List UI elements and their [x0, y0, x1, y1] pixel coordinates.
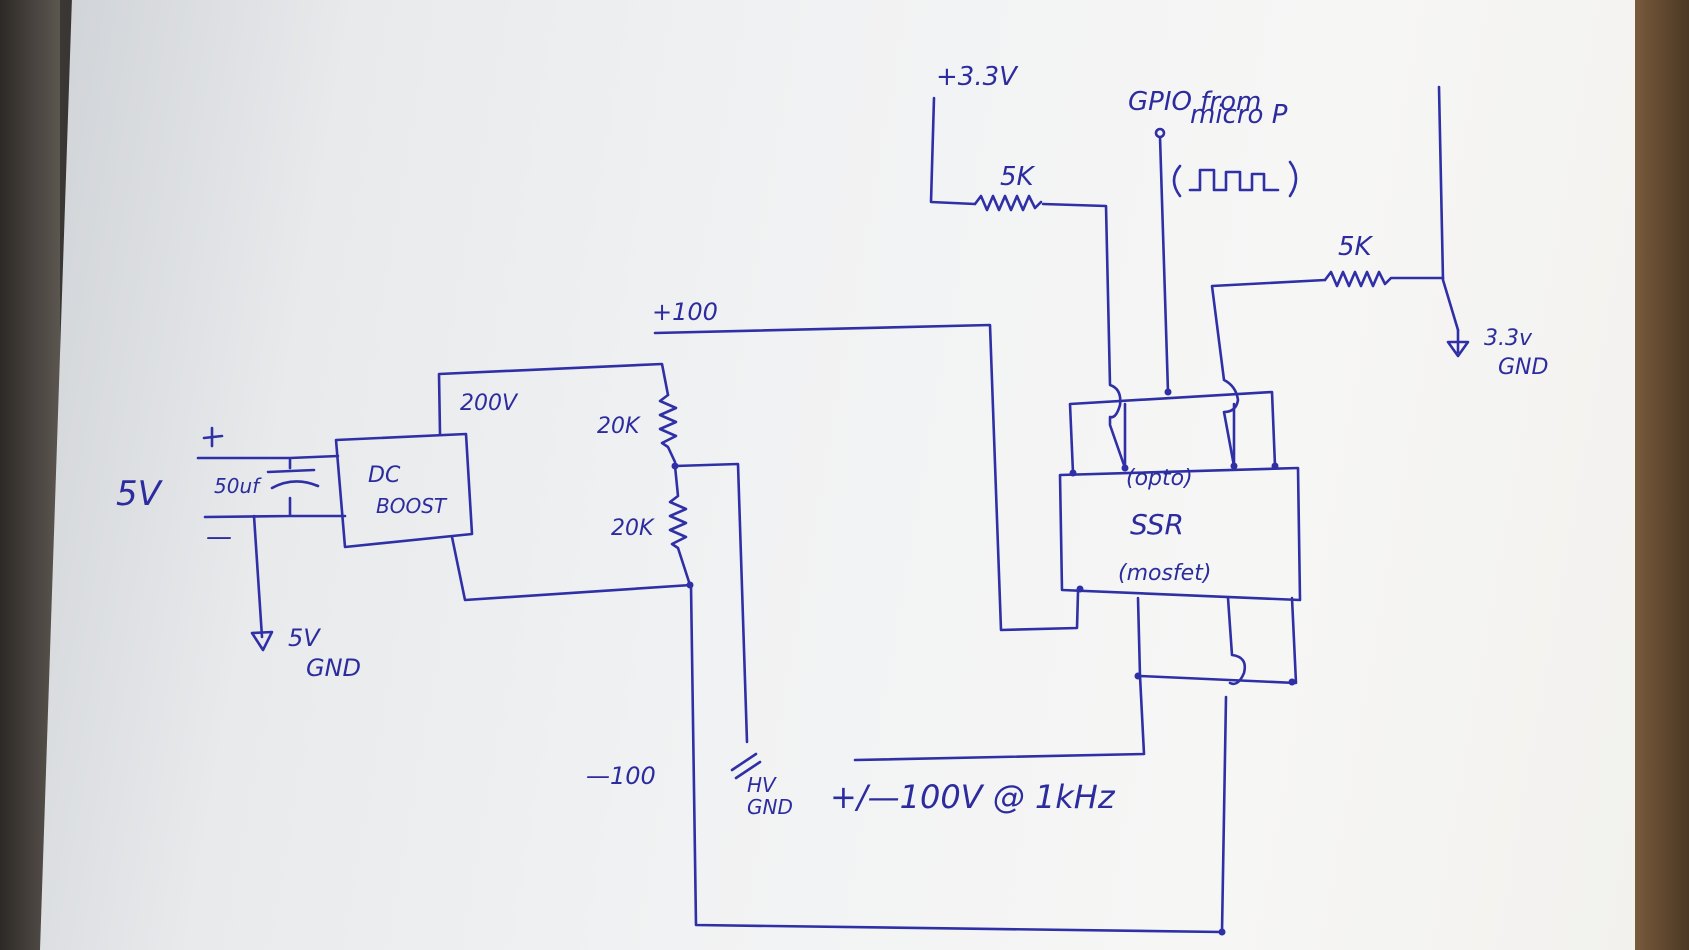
label-gnd33-line1: 3.3v [1484, 326, 1533, 351]
label-hv: HV [747, 773, 777, 797]
wire-minus100-rail [689, 583, 1228, 934]
wire-5k-right-to-ssr [1210, 278, 1327, 468]
dc-boost-box [334, 432, 474, 549]
wire-boost-return [450, 535, 693, 602]
label-minus: — [206, 522, 232, 552]
label-minus100: —100 [586, 762, 656, 790]
wire-33v-down [929, 96, 977, 206]
wire-5v-gnd [252, 514, 264, 639]
wire-output [853, 674, 1146, 762]
label-5k-right: 5K [1338, 232, 1374, 262]
gpio-input-group [1154, 127, 1172, 396]
junction-bottom-right [1218, 928, 1226, 936]
resistor-20k-bottom [668, 464, 692, 587]
pin-2 [1121, 464, 1129, 472]
plus-mark [202, 426, 224, 448]
label-20k-top: 20K [597, 414, 641, 439]
ssr-block [1058, 390, 1302, 686]
pullup-right-resistor-group [1210, 85, 1460, 468]
label-ssr-name: SSR [1130, 508, 1184, 541]
label-boost: BOOST [376, 494, 448, 518]
label-gnd5v-line2: GND [306, 654, 361, 682]
dc-boost-group [334, 362, 693, 602]
junction-gpio [1164, 388, 1172, 396]
wire-5v-plus [196, 454, 340, 470]
label-plus100: +100 [652, 298, 718, 326]
label-5k-left: 5K [1000, 162, 1036, 192]
pin-7 [1288, 678, 1296, 686]
ground-33v-icon [1446, 328, 1470, 358]
square-wave-icon [1172, 160, 1298, 198]
resistor-5k-right [1323, 270, 1445, 288]
label-gpio-line2: micro P [1190, 100, 1288, 130]
resistor-5k-left [973, 194, 1043, 212]
label-200v: 200V [460, 391, 519, 416]
label-20k-bottom: 20K [611, 516, 655, 541]
label-gnd33-line2: GND [1498, 355, 1548, 380]
pin-3 [1230, 462, 1238, 470]
label-gnd5v-line1: 5V [288, 624, 321, 652]
label-hv-gnd: GND [747, 795, 793, 819]
label-5v: 5V [116, 474, 164, 514]
wire-gpio-down [1158, 135, 1170, 394]
label-output: +/—100V @ 1kHz [830, 778, 1116, 816]
capacitor-50uf [266, 468, 320, 490]
label-33v-top: +3.3V [936, 62, 1019, 92]
ssr-output-bus [1136, 596, 1298, 686]
label-50uf: 50uf [214, 474, 262, 498]
wire-200v [437, 362, 670, 436]
voltage-divider [658, 393, 749, 744]
resistor-20k-top [658, 393, 678, 464]
ssr-box [1058, 466, 1302, 602]
pin-4 [1271, 462, 1279, 470]
ground-5v-icon [250, 630, 274, 652]
label-gpio-line1: GPIO from [1128, 87, 1261, 117]
label-ssr-mosfet: (mosfet) [1118, 561, 1211, 586]
wire-5v-minus [203, 496, 347, 519]
input-5v-group [196, 426, 347, 639]
wire-hv-gnd [673, 462, 749, 744]
hv-ground-icon [730, 752, 762, 780]
wire-5k-left-to-ssr [1041, 202, 1127, 470]
label-dc: DC [368, 463, 401, 488]
label-ssr-opto: (opto) [1126, 466, 1193, 491]
wire-plus100-rail [653, 323, 1080, 632]
ssr-input-bus [1068, 390, 1277, 475]
wire-right-rail [1437, 85, 1460, 332]
pin-1 [1069, 469, 1077, 477]
pullup-left-resistor-group [929, 96, 1127, 470]
paper-sheet [40, 0, 1635, 950]
